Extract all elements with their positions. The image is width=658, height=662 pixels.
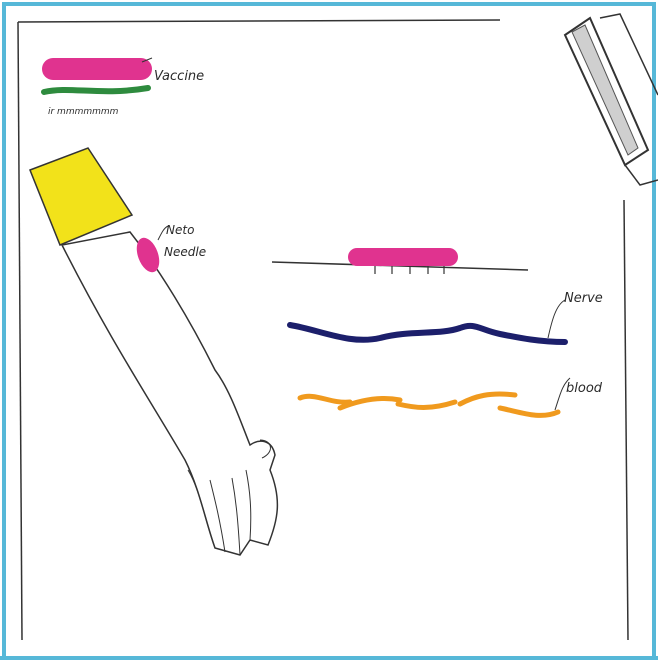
vaccine-swatch bbox=[42, 58, 152, 80]
underline-text: ir mmmmmmm bbox=[48, 107, 119, 117]
syringe-sketch bbox=[565, 14, 658, 185]
nerve-line bbox=[290, 325, 565, 342]
green-strip-swatch bbox=[44, 88, 148, 92]
sleeve bbox=[30, 148, 132, 245]
arm-label-line2: Needle bbox=[164, 245, 206, 259]
blood-label: blood bbox=[566, 381, 603, 396]
vaccine-patch bbox=[348, 248, 458, 266]
panel-right-line bbox=[624, 200, 628, 640]
nerve-label: Nerve bbox=[564, 291, 603, 306]
arm-illustration bbox=[62, 232, 277, 555]
panel-top-line bbox=[18, 20, 500, 22]
panel-left-line bbox=[18, 22, 22, 640]
blood-line bbox=[300, 394, 558, 415]
arm-label-line1: Neto bbox=[166, 223, 194, 237]
outer-frame bbox=[4, 4, 654, 658]
vaccine-label: Vaccine bbox=[154, 69, 204, 84]
